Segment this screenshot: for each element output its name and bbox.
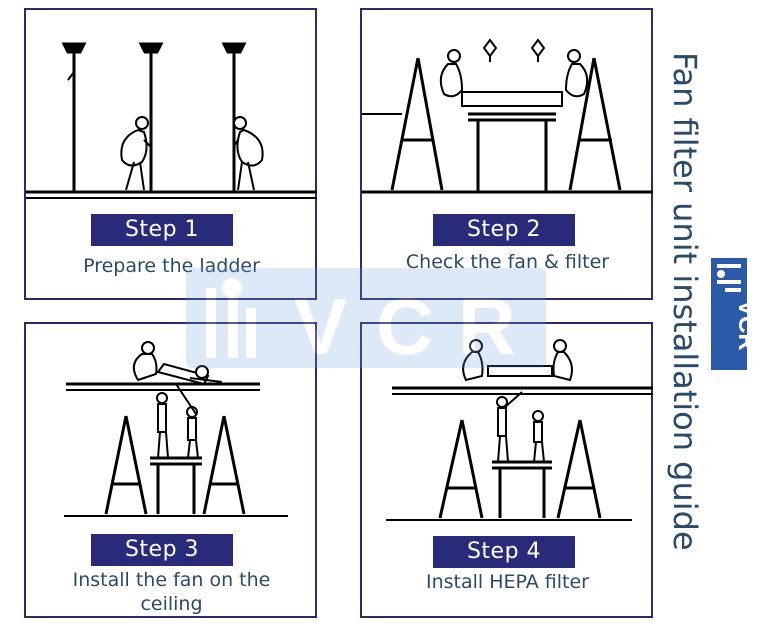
guide-title: Fan filter unit installation guide [666,52,704,551]
step-panel-2: Step 2 Check the fan & filter [360,8,653,300]
step-2-illustration [362,38,653,194]
step-1-illustration [26,42,317,199]
brand-logo: VCR [711,258,747,370]
step-4-badge: Step 4 [433,536,575,568]
guide-title-wrapper: Fan filter unit installation guide [660,52,720,552]
step-1-caption: Prepare the ladder [83,255,260,277]
step-3-caption: Install the fan on the ceiling [72,569,271,615]
step-4-caption: Install HEPA filter [425,571,589,593]
step-2-badge: Step 2 [433,214,575,246]
step-1-badge: Step 1 [91,214,233,246]
brand-name: VCR [733,300,747,351]
step-2-caption: Check the fan & filter [405,251,610,273]
step-panel-1: Step 1 Prepare the ladder [24,8,317,300]
step-panel-4: Step 4 Install HEPA filter [360,322,653,618]
step-3-badge: Step 3 [91,534,233,566]
step-panel-3: Step 3 Install the fan on the ceiling [24,322,317,618]
step-4-illustration [386,339,653,521]
step-3-illustration [64,341,288,517]
